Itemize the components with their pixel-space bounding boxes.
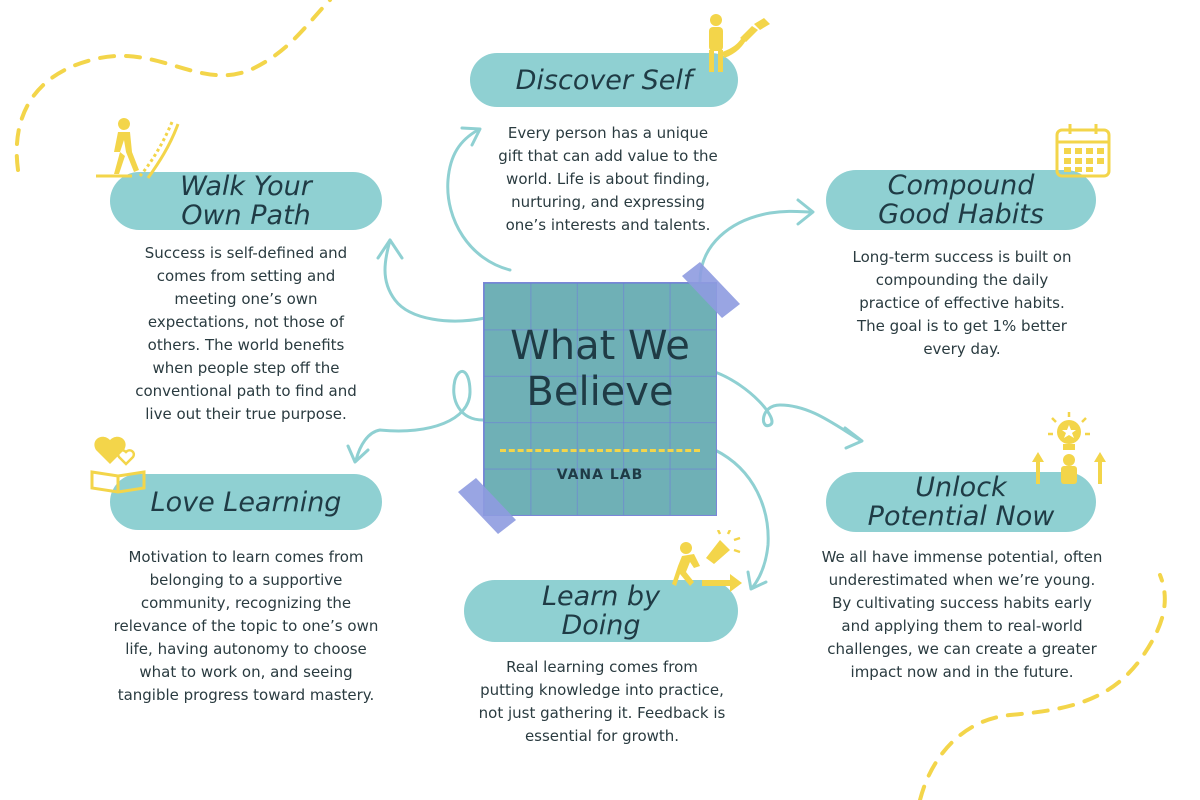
title-line: Walk Your (180, 171, 312, 202)
arrow-to-love-learning (354, 369, 485, 462)
desc-line: Success is self-defined and (144, 244, 348, 262)
desc-line: practice of effective habits. (859, 294, 1065, 312)
heart-book-icon (90, 436, 146, 494)
desc-line: live out their true purpose. (145, 405, 347, 423)
pill-walk-your-own-path: Walk Your Own Path (110, 172, 382, 230)
title-line: Doing (561, 610, 641, 641)
desc-line: essential for growth. (524, 727, 680, 745)
desc-line: underestimated when we’re young. (828, 571, 1096, 589)
running-person-icon (672, 530, 742, 592)
desc-learn-by-doing: Real learning comes from putting knowled… (456, 656, 748, 748)
desc-line: Motivation to learn comes from (128, 548, 364, 566)
desc-line: not just gathering it. Feedback is (478, 704, 726, 722)
desc-walk-your-own-path: Success is self-defined and comes from s… (106, 242, 386, 426)
arrow-head-walk-your-own-path (376, 238, 404, 260)
pill-unlock-potential-now: Unlock Potential Now (826, 472, 1096, 532)
title-line: Good Habits (878, 199, 1044, 230)
desc-line: compounding the daily (875, 271, 1049, 289)
title-unlock-potential-now: Unlock Potential Now (868, 473, 1055, 531)
desc-line: putting knowledge into practice, (480, 681, 724, 699)
desc-line: one’s interests and talents. (505, 216, 711, 234)
desc-line: The goal is to get 1% better (857, 317, 1067, 335)
pill-love-learning: Love Learning (110, 474, 382, 530)
desc-line: life, having autonomy to choose (125, 640, 367, 658)
pill-learn-by-doing: Learn by Doing (464, 580, 738, 642)
title-line: Potential Now (867, 501, 1055, 532)
desc-line: tangible progress toward mastery. (117, 686, 375, 704)
title-discover-self: Discover Self (515, 64, 693, 96)
arrow-to-discover-self (446, 128, 512, 272)
arrow-head-compound-good-habits (796, 198, 815, 226)
desc-unlock-potential-now: We all have immense potential, often und… (796, 546, 1128, 684)
arrow-head-discover-self (460, 126, 482, 147)
pill-discover-self: Discover Self (470, 53, 738, 107)
pill-compound-good-habits: Compound Good Habits (826, 170, 1096, 230)
desc-line: By cultivating success habits early (832, 594, 1092, 612)
arrow-to-unlock-potential (713, 370, 862, 442)
desc-line: impact now and in the future. (850, 663, 1074, 681)
desc-line: conventional path to find and (135, 382, 357, 400)
title-love-learning: Love Learning (150, 486, 342, 518)
desc-line: belonging to a supportive (149, 571, 343, 589)
lightbulb-person-icon (1032, 412, 1106, 484)
desc-line: relevance of the topic to one’s own (113, 617, 379, 635)
desc-line: We all have immense potential, often (821, 548, 1103, 566)
tape-top-right (682, 262, 740, 318)
desc-line: gift that can add value to the (498, 147, 718, 165)
desc-line: challenges, we can create a greater (827, 640, 1097, 658)
desc-line: Real learning comes from (506, 658, 698, 676)
title-line: Compound (887, 170, 1035, 201)
walking-person-path-icon (96, 118, 180, 179)
arrow-head-learn-by-doing (746, 570, 768, 591)
desc-discover-self: Every person has a unique gift that can … (470, 122, 746, 237)
desc-line: meeting one’s own (174, 290, 318, 308)
yellow-dashed-squiggle-bottom (918, 573, 1167, 800)
desc-line: every day. (923, 340, 1001, 358)
calendar-icon (1055, 124, 1111, 178)
arrow-to-learn-by-doing (713, 448, 770, 590)
desc-line: world. Life is about finding, (506, 170, 710, 188)
title-line: Unlock (915, 472, 1007, 503)
title-line: Own Path (181, 200, 311, 231)
desc-line: what to work on, and seeing (139, 663, 353, 681)
tape-bottom-left (458, 478, 516, 534)
desc-line: Every person has a unique (507, 124, 709, 142)
title-walk-your-own-path: Walk Your Own Path (180, 172, 312, 230)
desc-line: and applying them to real-world (841, 617, 1083, 635)
center-dashed-divider (500, 449, 700, 452)
desc-line: when people step off the (152, 359, 340, 377)
desc-line: nurturing, and expressing (511, 193, 705, 211)
center-subtitle: VANA LAB (556, 467, 644, 483)
arrow-head-unlock-potential (843, 426, 864, 450)
title-learn-by-doing: Learn by Doing (542, 582, 660, 640)
desc-line: expectations, not those of (147, 313, 345, 331)
center-box: What We Believe VANA LAB (483, 282, 717, 516)
title-compound-good-habits: Compound Good Habits (878, 171, 1044, 229)
desc-line: comes from setting and (156, 267, 336, 285)
title-line: Learn by (541, 581, 661, 612)
desc-line: Long-term success is built on (852, 248, 1072, 266)
arrow-head-love-learning (346, 444, 370, 464)
person-with-plant-icon (709, 14, 770, 72)
center-title: What We Believe (510, 323, 690, 415)
desc-compound-good-habits: Long-term success is built on compoundin… (822, 246, 1102, 361)
yellow-dashed-squiggle-top (14, 0, 332, 172)
desc-line: others. The world benefits (147, 336, 345, 354)
desc-line: community, recognizing the (140, 594, 352, 612)
arrow-to-walk-your-own-path (383, 238, 487, 323)
desc-love-learning: Motivation to learn comes from belonging… (96, 546, 396, 707)
arrow-to-compound-good-habits (698, 209, 814, 284)
